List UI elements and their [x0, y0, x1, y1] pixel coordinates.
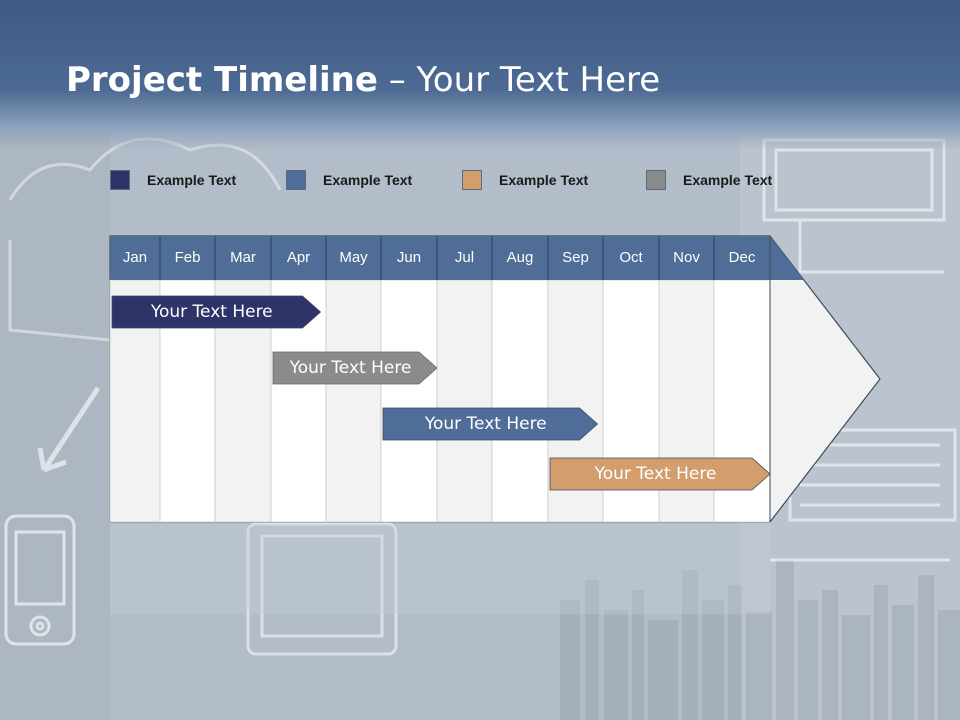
- month-label-may: May: [339, 249, 368, 266]
- legend-swatch: [646, 170, 666, 190]
- month-column: [325, 279, 382, 523]
- task-label-1: Your Text Here: [150, 302, 273, 322]
- month-column: [436, 279, 493, 523]
- month-label-mar: Mar: [230, 249, 256, 266]
- month-label-nov: Nov: [673, 249, 700, 266]
- legend-swatch: [110, 170, 130, 190]
- chalk-arrows-icon: [37, 386, 101, 473]
- legend-label: Example Text: [323, 172, 413, 188]
- title-rest: – Your Text Here: [377, 60, 661, 100]
- legend-swatch: [462, 170, 482, 190]
- legend-label: Example Text: [147, 172, 237, 188]
- task-label-2: Your Text Here: [289, 358, 412, 378]
- month-label-feb: Feb: [174, 249, 201, 266]
- month-label-jul: Jul: [454, 249, 475, 266]
- task-label-3: Your Text Here: [424, 414, 547, 434]
- month-label-dec: Dec: [728, 249, 756, 266]
- title-bold: Project Timeline: [66, 60, 378, 100]
- month-column: [491, 279, 549, 523]
- legend-swatch: [286, 170, 306, 190]
- month-label-aug: Aug: [506, 249, 534, 266]
- slide-header: [0, 0, 960, 150]
- slide-title: Project Timeline – Your Text Here: [66, 60, 660, 100]
- task-bar-2: [272, 351, 438, 385]
- task-bar-3: [382, 407, 599, 441]
- chalk-tablet-icon: [246, 522, 398, 656]
- task-bar-1: [111, 295, 322, 329]
- legend-label: Example Text: [499, 172, 589, 188]
- month-label-sep: Sep: [562, 249, 589, 266]
- legend-label: Example Text: [683, 172, 773, 188]
- month-label-oct: Oct: [619, 249, 643, 266]
- city-skyline: [560, 560, 960, 720]
- month-label-jan: Jan: [122, 249, 148, 266]
- task-label-4: Your Text Here: [594, 464, 717, 484]
- month-label-jun: Jun: [396, 249, 422, 266]
- task-bar-4: [549, 457, 771, 491]
- month-column: [380, 279, 438, 523]
- month-label-apr: Apr: [286, 249, 311, 266]
- chalk-phone-icon: [4, 514, 76, 646]
- month-header-band: [110, 236, 804, 280]
